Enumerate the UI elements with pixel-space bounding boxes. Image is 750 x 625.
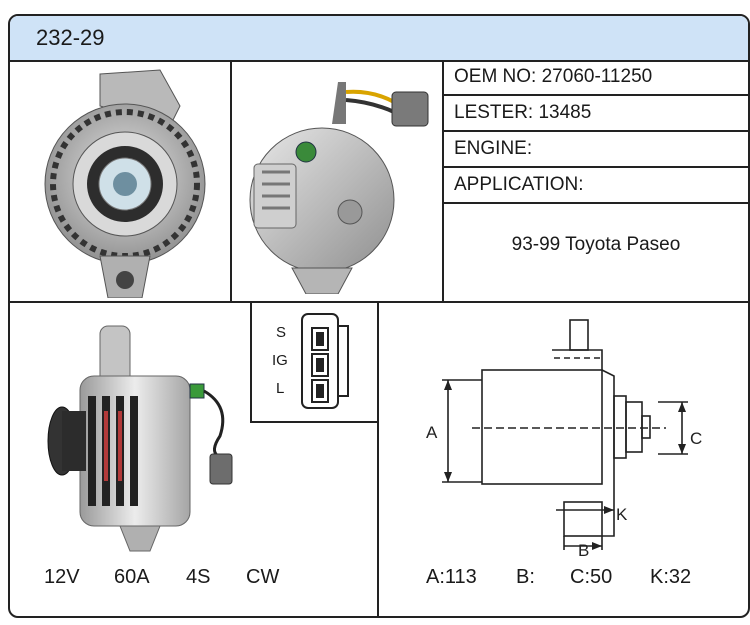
dim-a-label: A (426, 423, 438, 442)
plug-pin-l: L (276, 380, 285, 397)
alternator-rear-image (249, 82, 429, 294)
dimension-drawing: A C B K (426, 319, 702, 556)
dim-a-value: A:113 (426, 566, 477, 588)
voltage: 12V (44, 566, 80, 588)
amperage: 60A (114, 566, 150, 588)
alternator-front-image (44, 69, 206, 298)
spec-row-engine: ENGINE: (444, 132, 748, 168)
application-value: 93-99 Toyota Paseo (511, 234, 681, 255)
dim-b-label: B (578, 541, 589, 556)
application-label: APPLICATION: (454, 174, 584, 195)
divider-mid-horizontal (10, 301, 748, 303)
spec-row-lester: LESTER: 13485 (444, 96, 748, 132)
plug-pin-ig: IG (272, 352, 288, 369)
divider-top-left (230, 60, 232, 301)
divider-bottom (377, 301, 379, 616)
plug-box-left (250, 301, 252, 423)
lester-number: LESTER: 13485 (454, 102, 592, 123)
plug-connector-diagram (301, 313, 349, 409)
alternator-side-image (47, 325, 233, 552)
part-number: 232-29 (36, 25, 105, 50)
spec-row-oem: OEM NO: 27060-11250 (444, 60, 748, 96)
plug-pin-s: S (276, 324, 287, 341)
header-bar: 232-29 (10, 16, 748, 62)
engine-label: ENGINE: (454, 138, 533, 159)
plug-box-bottom (250, 421, 379, 423)
divider-top-right (442, 60, 444, 303)
rotation: CW (246, 566, 280, 588)
oem-number: OEM NO: 27060-11250 (454, 66, 653, 87)
spec-row-application: APPLICATION: (444, 168, 748, 204)
dim-b-value: B: (516, 566, 535, 588)
spec-sheet: 232-29 OEM NO: 27060-11250 LESTER: 13485… (8, 14, 750, 618)
dim-k-value: K:32 (650, 566, 692, 588)
groove-count: 4S (186, 566, 211, 588)
dim-k-label: K (616, 505, 628, 524)
dim-c-value: C:50 (570, 566, 613, 588)
dim-c-label: C (690, 429, 702, 448)
